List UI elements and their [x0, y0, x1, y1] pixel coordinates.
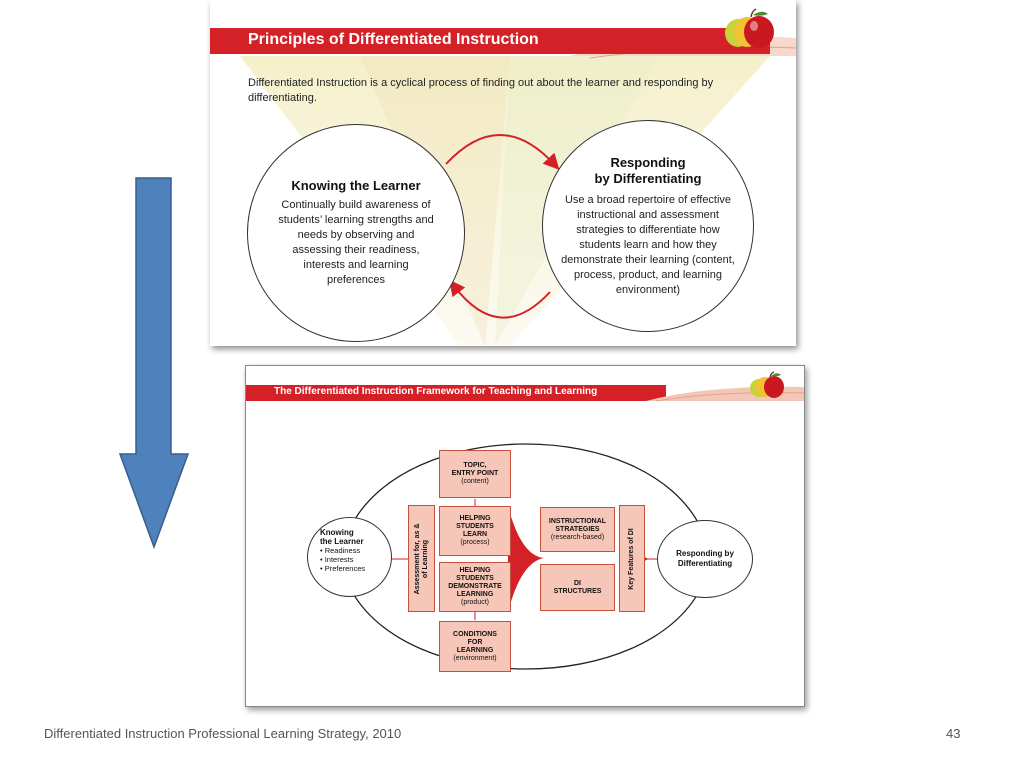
responding-heading: Responding by Differentiating — [595, 155, 702, 187]
page-number: 43 — [946, 726, 961, 741]
assessment-label-line2: of Learning — [421, 539, 429, 578]
slide-title: Principles of Differentiated Instruction — [248, 31, 539, 48]
title-bar — [246, 385, 666, 401]
conditions-line4: (environment) — [453, 654, 497, 662]
bullet-readiness: • Readiness — [320, 546, 361, 555]
helping-demo-line3: DEMONSTRATE — [448, 583, 502, 590]
knowing-learner-node: Knowing the Learner • Readiness • Intere… — [307, 517, 392, 597]
helping-learn-line3: LEARN — [462, 531, 488, 538]
strategies-line1: INSTRUCTIONAL — [548, 517, 607, 525]
knowing-body: Continually build awareness of students’… — [278, 199, 434, 286]
topic-line3: (content) — [461, 478, 489, 485]
conditions-line3: LEARNING — [456, 646, 494, 654]
intro-text: Differentiated Instruction is a cyclical… — [248, 77, 714, 104]
strategies-line3: (research-based) — [550, 533, 605, 541]
title-bar — [210, 28, 770, 54]
topic-line2: ENTRY POINT — [451, 470, 499, 477]
responding-heading-line1: Responding — [610, 154, 686, 170]
down-arrow-icon — [118, 177, 190, 549]
knowing-line1: Knowing — [320, 528, 354, 537]
knowing-heading: Knowing the Learner — [291, 178, 421, 193]
helping-demonstrate-box: HELPING STUDENTS DEMONSTRATE LEARNING (p… — [439, 562, 511, 612]
framework-slide: The Differentiated Instruction Framework… — [245, 365, 805, 707]
helping-demo-line4: LEARNING — [456, 591, 494, 598]
key-features-label: Key Features of DI — [628, 527, 635, 590]
assessment-label: Assessment for, as & of Learning — [414, 523, 430, 594]
responding-circle: Responding by Differentiating Use a broa… — [542, 120, 754, 332]
knowing-learner-circle: Knowing the Learner Continually build aw… — [247, 124, 465, 342]
cycle-arrows — [445, 134, 560, 319]
assessment-label-line1: Assessment for, as & — [413, 523, 421, 594]
slide-title: The Differentiated Instruction Framework… — [274, 386, 598, 397]
bullet-interests: • Interests — [320, 555, 354, 564]
assessment-box: Assessment for, as & of Learning — [408, 505, 435, 612]
apples-icon — [750, 371, 784, 398]
conditions-line2: FOR — [467, 638, 483, 646]
helping-demo-line2: STUDENTS — [456, 575, 494, 582]
helping-learn-line4: (process) — [460, 539, 490, 546]
knowing-line2: the Learner — [320, 537, 364, 546]
apples-icon — [725, 8, 774, 48]
responding-line2: Differentiating — [677, 559, 733, 568]
responding-line1: Responding by — [676, 549, 734, 558]
di-structures-box: DI STRUCTURES — [540, 564, 615, 611]
conditions-line1: CONDITIONS — [453, 630, 497, 638]
helping-demo-line1: HELPING — [459, 567, 491, 574]
key-features-box: Key Features of DI — [619, 505, 645, 612]
helping-learn-line1: HELPING — [459, 515, 491, 522]
responding-heading-line2: by Differentiating — [594, 170, 702, 186]
bullet-preferences: • Preferences — [320, 564, 366, 573]
topic-line1: TOPIC, — [463, 462, 487, 469]
footer-source: Differentiated Instruction Professional … — [44, 726, 402, 741]
instructional-strategies-box: INSTRUCTIONAL STRATEGIES (research-based… — [540, 507, 615, 552]
responding-body: Use a broad repertoire of effective inst… — [561, 193, 735, 296]
topic-box: TOPIC, ENTRY POINT (content) — [439, 450, 511, 498]
helping-demo-line5: (product) — [460, 599, 489, 606]
responding-node: Responding by Differentiating — [657, 520, 753, 598]
strategies-line2: STRATEGIES — [555, 525, 600, 533]
structures-line2: STRUCTURES — [553, 587, 602, 595]
structures-line1: DI — [574, 579, 581, 587]
helping-learn-line2: STUDENTS — [456, 523, 494, 530]
principles-slide: Principles of Differentiated Instruction… — [210, 0, 796, 346]
conditions-box: CONDITIONS FOR LEARNING (environment) — [439, 621, 511, 672]
helping-learn-box: HELPING STUDENTS LEARN (process) — [439, 506, 511, 556]
